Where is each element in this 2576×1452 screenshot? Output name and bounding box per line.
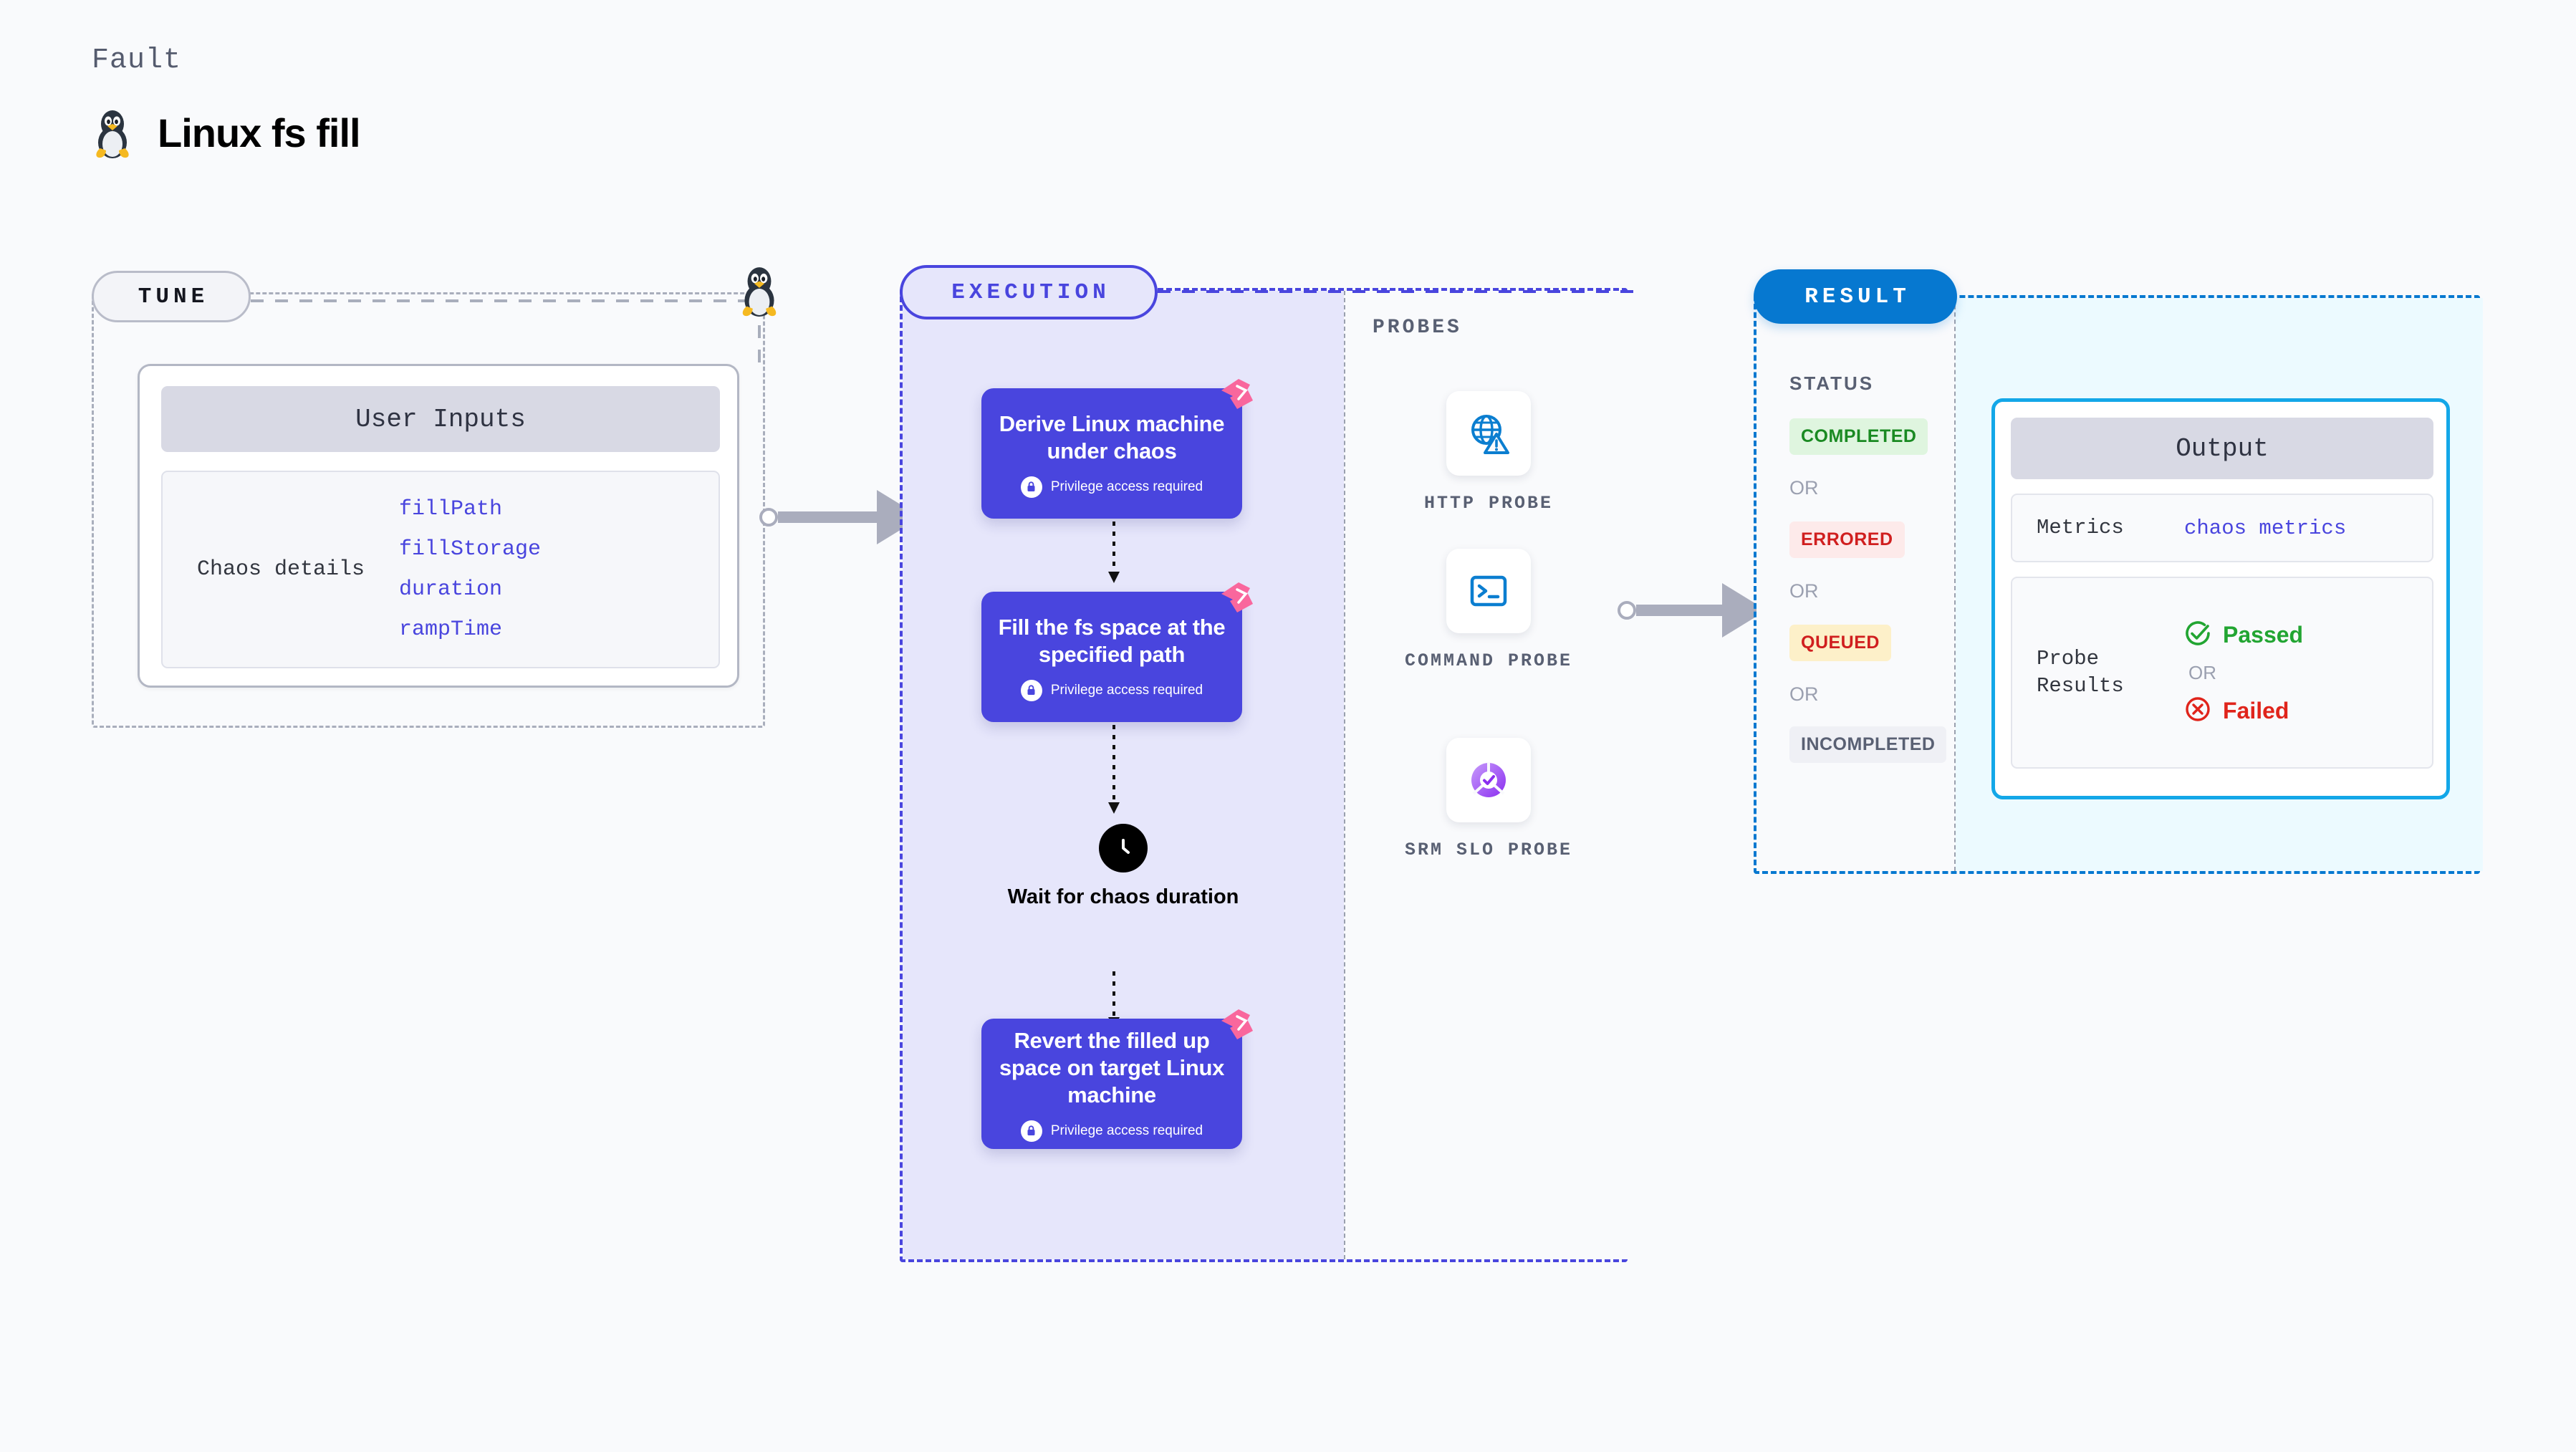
clock-icon xyxy=(1099,824,1148,872)
connector-line xyxy=(778,511,878,523)
execution-step-card-2[interactable]: Fill the fs space at the specified path … xyxy=(981,582,1253,722)
output-panel: Output Metrics chaos metrics Probe Resul… xyxy=(1991,398,2450,799)
status-or-2: OR xyxy=(1789,580,1819,602)
probe-results-values: Passed OR Failed xyxy=(2184,620,2303,726)
connector-start-dot xyxy=(1618,601,1636,620)
param-duration[interactable]: duration xyxy=(399,577,503,602)
terminal-icon xyxy=(1446,549,1531,633)
x-circle-icon xyxy=(2184,696,2211,726)
chaos-params-list: fillPath fillStorage duration rampTime xyxy=(399,497,541,642)
execution-column: Derive Linux machine under chaos Privile… xyxy=(903,291,1344,1259)
linux-penguin-icon xyxy=(92,107,133,158)
status-column: STATUS COMPLETED OR ERRORED OR QUEUED OR… xyxy=(1756,298,1956,871)
connector-start-dot xyxy=(759,508,778,527)
result-badge[interactable]: RESULT xyxy=(1754,269,1957,324)
metrics-label: Metrics xyxy=(2037,516,2124,540)
status-badge-errored: ERRORED xyxy=(1789,521,1905,558)
fault-title-row: Linux fs fill xyxy=(92,107,361,158)
execution-step-card-3[interactable]: Revert the filled up space on target Lin… xyxy=(981,1009,1253,1149)
wait-node-label: Wait for chaos duration xyxy=(1007,885,1239,908)
user-inputs-header: User Inputs xyxy=(161,386,720,452)
probe-results-or: OR xyxy=(2188,661,2216,683)
execution-arrow-2 xyxy=(1108,725,1120,814)
linux-penguin-icon-small xyxy=(738,264,781,320)
status-badge-completed: COMPLETED xyxy=(1789,418,1928,455)
chaos-flag-icon xyxy=(1217,376,1254,417)
chaos-flag-icon xyxy=(1217,1006,1254,1047)
param-rampTime[interactable]: rampTime xyxy=(399,617,503,642)
probe-results-label: Probe Results xyxy=(2037,647,2124,698)
lock-icon xyxy=(1020,476,1042,498)
status-or-3: OR xyxy=(1789,683,1819,705)
chaos-flag-icon xyxy=(1217,580,1254,620)
probe-failed-label: Failed xyxy=(2223,697,2289,723)
execution-step-card-1[interactable]: Derive Linux machine under chaos Privile… xyxy=(981,379,1253,519)
status-badge-incompleted: INCOMPLETED xyxy=(1789,726,1947,763)
output-header: Output xyxy=(2011,418,2433,479)
metrics-value-link[interactable]: chaos metrics xyxy=(2184,516,2347,540)
probe-result-failed: Failed xyxy=(2184,696,2303,726)
fault-eyebrow-label: Fault xyxy=(92,44,182,77)
execution-step-title-2: Fill the fs space at the specified path xyxy=(998,615,1226,667)
tune-badge[interactable]: TUNE xyxy=(92,271,251,322)
execution-badge[interactable]: EXECUTION xyxy=(900,265,1158,319)
privilege-text-3: Privilege access required xyxy=(1050,1122,1203,1138)
page-title: Linux fs fill xyxy=(158,110,361,155)
connector-line xyxy=(1636,605,1724,616)
globe-warning-icon xyxy=(1446,391,1531,476)
wait-for-chaos-duration-node: Wait for chaos duration xyxy=(903,824,1344,910)
output-column: Output Metrics chaos metrics Probe Resul… xyxy=(1956,298,2483,871)
privilege-row-1: Privilege access required xyxy=(1020,476,1203,498)
probe-passed-label: Passed xyxy=(2223,621,2304,648)
probes-section-label: PROBES xyxy=(1373,317,1462,339)
execution-connector-dashes xyxy=(1158,290,1639,293)
chaos-details-box: Chaos details fillPath fillStorage durat… xyxy=(161,471,720,668)
probe-name-command: COMMAND PROBE xyxy=(1404,650,1573,671)
metrics-row: Metrics chaos metrics xyxy=(2011,494,2433,562)
probe-name-srm-slo: SRM SLO PROBE xyxy=(1404,840,1573,860)
status-or-1: OR xyxy=(1789,477,1819,499)
probe-item-srm-slo[interactable]: SRM SLO PROBE xyxy=(1345,738,1632,862)
privilege-text-1: Privilege access required xyxy=(1050,479,1203,494)
probe-results-row: Probe Results Passed OR xyxy=(2011,577,2433,769)
user-inputs-card: User Inputs Chaos details fillPath fillS… xyxy=(138,364,739,688)
page-header: Fault Linux fs fill xyxy=(92,44,361,158)
privilege-text-2: Privilege access required xyxy=(1050,682,1203,698)
check-circle-icon xyxy=(2184,620,2211,650)
probe-result-passed: Passed xyxy=(2184,620,2303,650)
status-label: STATUS xyxy=(1789,372,1875,394)
probe-item-command[interactable]: COMMAND PROBE xyxy=(1345,549,1632,673)
param-fillPath[interactable]: fillPath xyxy=(399,497,503,521)
execution-step-title-3: Revert the filled up space on target Lin… xyxy=(999,1028,1225,1107)
execution-step-title-1: Derive Linux machine under chaos xyxy=(999,411,1225,463)
param-fillStorage[interactable]: fillStorage xyxy=(399,537,542,562)
privilege-row-2: Privilege access required xyxy=(1020,679,1203,701)
execution-arrow-1 xyxy=(1108,521,1120,583)
execution-section-boundary: Derive Linux machine under chaos Privile… xyxy=(900,288,1630,1262)
lock-icon xyxy=(1020,679,1042,701)
probe-item-http[interactable]: HTTP PROBE xyxy=(1345,391,1632,516)
lock-icon xyxy=(1020,1120,1042,1142)
probe-name-http: HTTP PROBE xyxy=(1423,493,1554,514)
status-badge-queued: QUEUED xyxy=(1789,625,1891,661)
privilege-row-3: Privilege access required xyxy=(1020,1120,1203,1142)
probes-column: PROBES HTTP PROBE xyxy=(1344,291,1630,1259)
chaos-details-label: Chaos details xyxy=(196,557,365,582)
result-section-boundary: STATUS COMPLETED OR ERRORED OR QUEUED OR… xyxy=(1754,295,2483,874)
slo-donut-check-icon xyxy=(1446,738,1531,822)
